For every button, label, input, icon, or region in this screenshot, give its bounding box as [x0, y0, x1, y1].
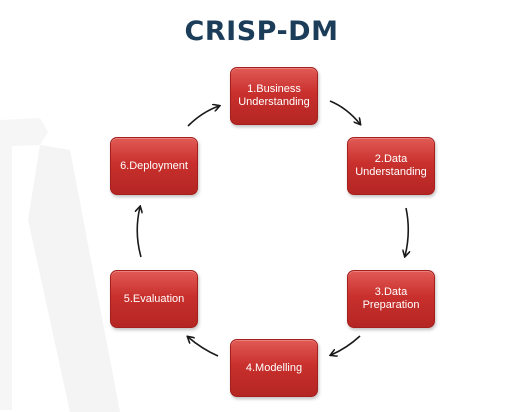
step-evaluation: 5.Evaluation — [110, 270, 198, 328]
step-business-understanding: 1.Business Understanding — [230, 67, 318, 125]
arrow-preparation-to-modelling — [331, 335, 361, 355]
arrow-evaluation-to-deployment — [137, 207, 141, 258]
step-data-understanding: 2.Data Understanding — [347, 137, 435, 195]
step-modelling: 4.Modelling — [230, 339, 318, 397]
arrow-business-to-data-understanding — [329, 100, 360, 124]
arrow-deployment-to-business — [187, 106, 219, 127]
step-data-preparation: 3.Data Preparation — [347, 270, 435, 328]
step-deployment: 6.Deployment — [110, 137, 198, 195]
arrow-data-understanding-to-preparation — [405, 207, 408, 256]
diagram-title: CRISP-DM — [184, 16, 339, 47]
arrow-modelling-to-evaluation — [188, 337, 219, 357]
